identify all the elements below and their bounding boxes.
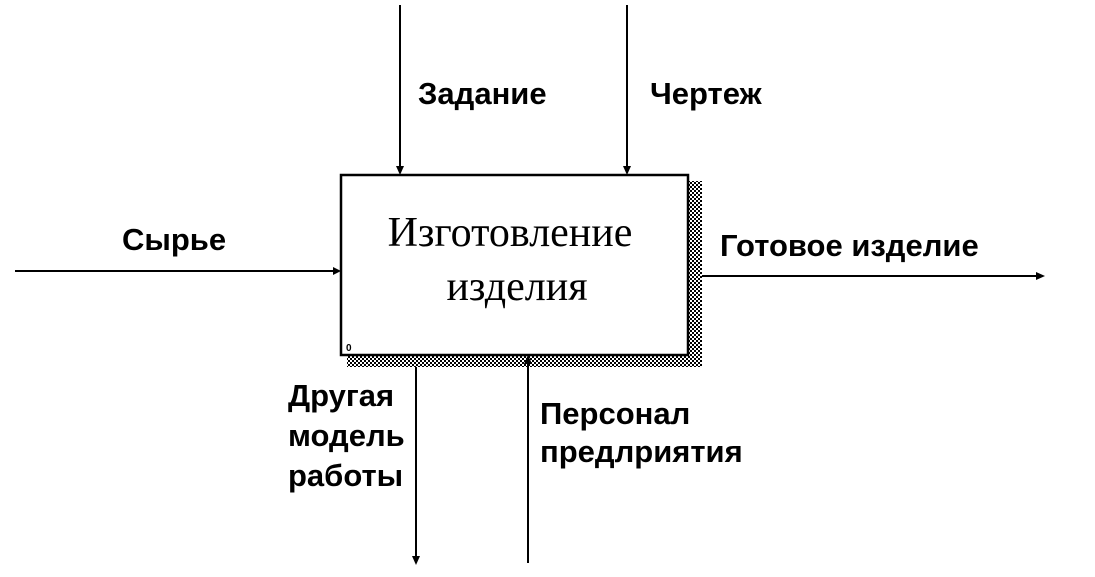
call-label-line1: Другая [288,378,394,413]
arrowhead-right-icon [333,267,341,275]
control-label-drawing: Чертеж [650,76,763,111]
arrowhead-down-icon [623,166,631,175]
activity-title-line2: изделия [446,264,587,310]
input-arrow-raw-material[interactable] [15,267,341,275]
output-arrow-finished-product[interactable] [702,272,1045,280]
mechanism-label-line2: предлриятия [540,434,743,469]
mechanism-label-line1: Персонал [540,396,690,431]
arrowhead-right-icon [1036,272,1045,280]
control-arrow-drawing[interactable] [623,5,631,175]
call-label-line2: модель [288,418,405,453]
arrowhead-up-icon [524,355,532,364]
activity-box[interactable]: Изготовление изделия 0 [339,173,690,357]
control-arrow-task[interactable] [396,5,404,175]
activity-node-mark: 0 [346,343,352,354]
input-label: Сырье [122,222,226,257]
output-label: Готовое изделие [720,228,979,263]
arrowhead-down-icon [412,556,420,565]
arrowhead-down-icon [396,166,404,175]
call-arrow-other-model[interactable] [412,367,420,565]
control-label-task: Задание [418,76,547,111]
activity-title-line1: Изготовление [388,210,633,256]
activity-box-rect [339,173,690,357]
call-label-line3: работы [288,458,403,493]
mechanism-arrow-staff[interactable] [524,355,532,563]
